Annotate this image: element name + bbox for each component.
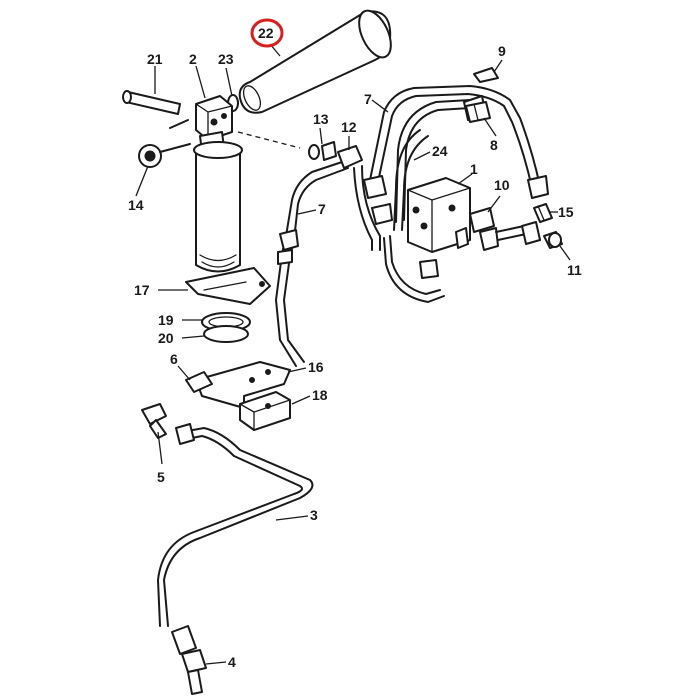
- callout-7-upper: 7: [364, 91, 372, 107]
- part-16-lower-bracket: [195, 361, 291, 409]
- part-11-cap: [543, 231, 563, 249]
- part-5-elbow-fitting: [141, 403, 167, 439]
- part-18-spacer-block: [239, 391, 291, 431]
- callout-15: 15: [558, 204, 574, 220]
- assembly-centerline: [237, 131, 301, 149]
- part-21-pin: [122, 90, 181, 115]
- callout-8: 8: [490, 137, 498, 153]
- callout-10: 10: [494, 177, 510, 193]
- part-6-bolt: [185, 371, 213, 393]
- callout-21: 21: [147, 51, 163, 67]
- callout-22: 22: [258, 25, 274, 41]
- callout-17: 17: [134, 282, 150, 298]
- callout-2: 2: [189, 51, 197, 67]
- callout-9: 9: [498, 43, 506, 59]
- callout-7-left: 7: [318, 201, 326, 217]
- callout-1: 1: [470, 161, 478, 177]
- part-3-tube: [157, 423, 314, 655]
- callout-16: 16: [308, 359, 324, 375]
- callout-3: 3: [310, 507, 318, 523]
- part-1-valve-body: [407, 177, 471, 253]
- filter-canister: [193, 141, 243, 273]
- callout-18: 18: [312, 387, 328, 403]
- callout-5: 5: [157, 469, 165, 485]
- part-8-clamp: [465, 101, 491, 123]
- callout-19: 19: [158, 312, 174, 328]
- part-15-fitting: [533, 203, 553, 223]
- callout-11: 11: [567, 262, 582, 278]
- highlight-ring-22: [250, 18, 284, 48]
- callout-labels: 21 2 23 22 9 7 13 12 8 24 1 14 7 10 15 1…: [128, 18, 582, 670]
- part-10-elbow: [469, 207, 541, 251]
- callout-4: 4: [228, 654, 236, 670]
- part-7-upper-hoses: [353, 85, 541, 303]
- part-14-knob: [138, 143, 191, 168]
- part-7-left-tube: [275, 159, 349, 367]
- part-19-20-clamp-rings: [201, 312, 251, 343]
- callout-23: 23: [218, 51, 234, 67]
- callout-6: 6: [170, 351, 178, 367]
- part-22-filter-element: [238, 9, 392, 114]
- part-4-elbow-fitting: [181, 649, 207, 695]
- callout-24: 24: [432, 143, 448, 159]
- part-13-fitting: [308, 141, 337, 161]
- part-9-clip: [473, 67, 499, 83]
- callout-13: 13: [313, 111, 329, 127]
- part-17-mounting-bracket: [185, 267, 271, 305]
- part-12-fitting: [337, 145, 363, 169]
- callout-20: 20: [158, 330, 174, 346]
- callout-12: 12: [341, 119, 357, 135]
- callout-14: 14: [128, 197, 144, 213]
